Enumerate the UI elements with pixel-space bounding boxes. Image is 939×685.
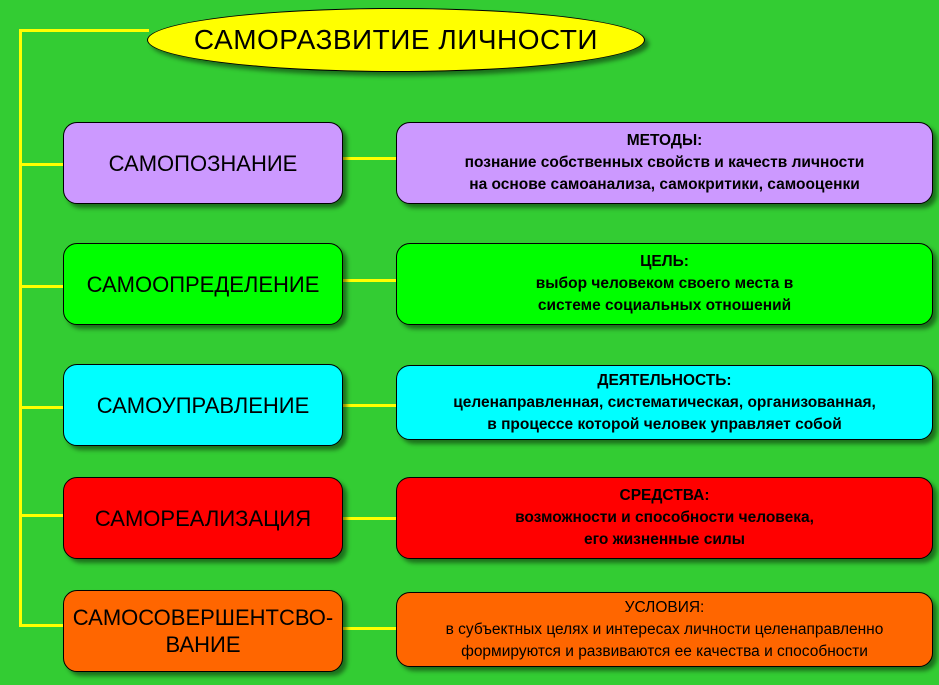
- concept-box-self-realization: САМОРЕАЛИЗАЦИЯ: [63, 477, 343, 559]
- description-line: его жизненные силы: [584, 531, 745, 548]
- description-line: целенаправленная, систематическая, орган…: [453, 393, 876, 411]
- description-heading: УСЛОВИЯ:: [624, 598, 705, 616]
- description-line: системе социальных отношений: [537, 297, 792, 314]
- concept-box-self-improvement: САМОСОВЕРШЕНТСВО- ВАНИЕ: [63, 590, 343, 672]
- concept-label: САМОПОЗНАНИЕ: [108, 150, 298, 176]
- connector-left-5: [19, 624, 64, 627]
- description-box-methods: МЕТОДЫ: познание собственных свойств и к…: [396, 122, 933, 204]
- description-line: возможности и способности человека,: [515, 509, 814, 526]
- concept-box-self-knowledge: САМОПОЗНАНИЕ: [63, 122, 343, 204]
- connector-right-1: [343, 157, 397, 160]
- description-box-goal: ЦЕЛЬ: выбор человеком своего места в сис…: [396, 243, 933, 325]
- concept-label: САМОСОВЕРШЕНТСВО-: [72, 605, 334, 630]
- description-heading: ЦЕЛЬ:: [640, 253, 689, 270]
- connector-left-1: [19, 163, 64, 166]
- description-box-activity: ДЕЯТЕЛЬНОСТЬ: целенаправленная, системат…: [396, 365, 933, 440]
- description-line: формируются и развиваются ее качества и …: [461, 642, 868, 660]
- concept-label: САМОУПРАВЛЕНИЕ: [96, 392, 310, 418]
- description-line: на основе самоанализа, самокритики, само…: [469, 176, 860, 193]
- connector-right-2: [343, 279, 397, 282]
- connector-left-4: [19, 514, 64, 517]
- description-line: в субъектных целях и интересах личности …: [445, 620, 884, 638]
- connector-trunk: [19, 30, 22, 625]
- description-box-conditions: УСЛОВИЯ: в субъектных целях и интересах …: [396, 592, 933, 667]
- connector-left-2: [19, 285, 64, 288]
- concept-label: САМОРЕАЛИЗАЦИЯ: [94, 505, 312, 531]
- connector-right-4: [343, 517, 397, 520]
- connector-title: [19, 29, 149, 32]
- diagram-title: САМОРАЗВИТИЕ ЛИЧНОСТИ: [193, 24, 599, 55]
- description-line: познание собственных свойств и качеств л…: [464, 154, 865, 171]
- connector-left-3: [19, 406, 64, 409]
- connector-right-3: [343, 404, 397, 407]
- title-ellipse: САМОРАЗВИТИЕ ЛИЧНОСТИ: [147, 8, 645, 72]
- concept-box-self-determination: САМООПРЕДЕЛЕНИЕ: [63, 243, 343, 325]
- description-heading: ДЕЯТЕЛЬНОСТЬ:: [597, 371, 732, 389]
- concept-label: ВАНИЕ: [165, 632, 241, 657]
- description-box-means: СРЕДСТВА: возможности и способности чело…: [396, 477, 933, 559]
- description-line: выбор человеком своего места в: [535, 275, 794, 292]
- description-line: в процессе которой человек управляет соб…: [487, 415, 842, 433]
- connector-right-5: [343, 627, 397, 630]
- concept-label: САМООПРЕДЕЛЕНИЕ: [86, 271, 320, 297]
- description-heading: МЕТОДЫ:: [626, 132, 703, 149]
- concept-box-self-management: САМОУПРАВЛЕНИЕ: [63, 364, 343, 446]
- description-heading: СРЕДСТВА:: [619, 487, 710, 504]
